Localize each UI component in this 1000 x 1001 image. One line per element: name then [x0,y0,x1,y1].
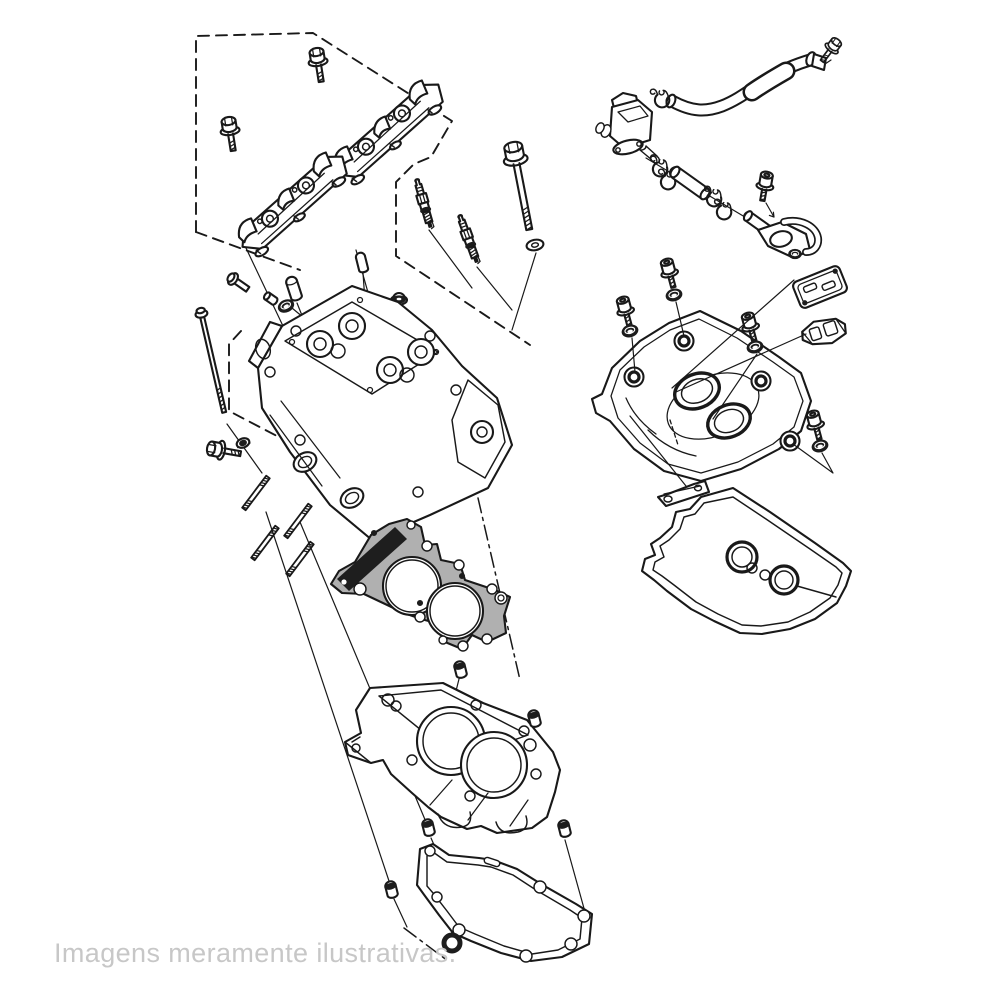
rocker-bolt-2 [217,114,244,154]
base-gasket [415,842,594,963]
head-bolt-long [499,138,545,252]
rocker-bolt-1 [305,45,332,85]
shoulder-bolt [226,272,279,306]
cylinder-block [343,681,562,835]
spark-plug-1 [410,176,437,232]
valve-cover [590,309,813,483]
cover-bolt-1 [656,255,683,291]
breather-hose-upper [665,51,817,117]
cover-grommet-1 [664,286,684,304]
mount-bracket [656,479,711,508]
dowel-pin-base [383,879,400,900]
dome-plug-2 [354,251,370,274]
rocker-arm-assembly-2 [221,144,366,263]
valve-cover-gasket [640,486,853,636]
spacer-collar [262,291,279,306]
dowel-pin-lower-right [556,818,573,839]
hex-nut [235,437,251,449]
cover-grommet-4 [810,437,830,455]
side-bolt-thin [193,305,232,415]
head-gasket [329,517,512,652]
dowel-pin-top [452,659,469,680]
breather-valve [595,91,661,164]
cover-bolt-4 [802,407,829,443]
dome-plug-1 [285,275,303,302]
bracket-bolt [752,169,777,218]
head-gasket-highlight [337,527,407,591]
cylinder-studs [241,474,315,578]
reed-plate [792,265,848,309]
wire-clamp [801,317,847,346]
caption-watermark: Imagens meramente ilustrativas. [54,938,457,968]
spark-plug-2 [453,212,484,267]
reed-plate-leaders [629,279,807,487]
dowel-pin-lower-left [420,817,437,838]
o-ring [441,932,463,954]
cover-bolt-2 [612,293,639,329]
cylinder-head [247,284,514,542]
pipe-bracket [756,217,823,260]
cover-bolt-leaders [631,301,834,474]
cover-grommet-2 [620,322,640,340]
